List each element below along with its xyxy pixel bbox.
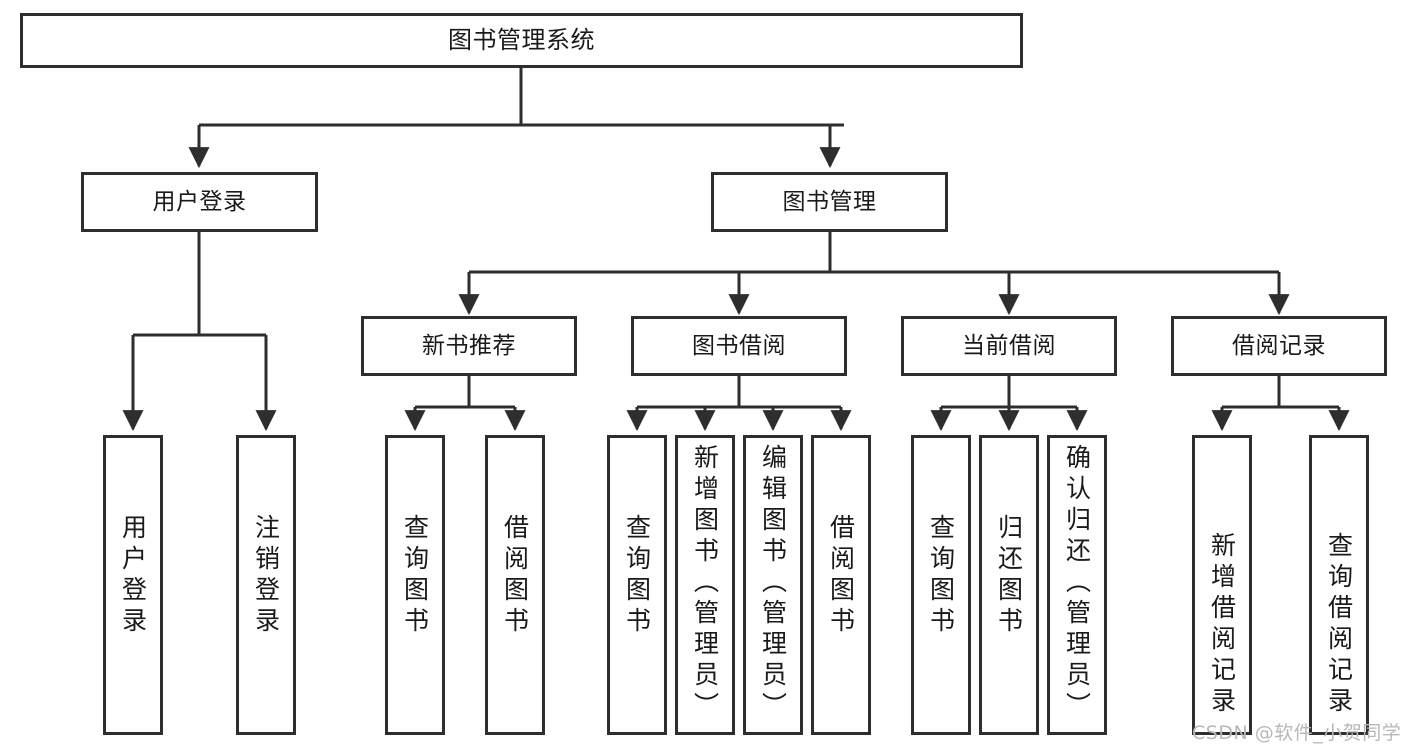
- node-label: 查询图书: [926, 514, 956, 638]
- node-root-system[interactable]: 图书管理系统: [20, 13, 1023, 68]
- node-label: 编辑图书（管理员）: [758, 444, 788, 723]
- node-label: 借阅记录: [1232, 332, 1326, 359]
- node-label: 新增借阅记录: [1207, 532, 1237, 718]
- node-leaf-logout[interactable]: 注销登录: [236, 435, 296, 735]
- node-label: 用户登录: [152, 188, 247, 215]
- node-leaf-borrow-book-1[interactable]: 借阅图书: [485, 435, 545, 735]
- node-label: 借阅图书: [826, 514, 856, 638]
- node-leaf-add-book[interactable]: 新增图书（管理员）: [675, 435, 735, 735]
- node-user-login[interactable]: 用户登录: [81, 172, 318, 232]
- node-leaf-query-book-3[interactable]: 查询图书: [911, 435, 971, 735]
- node-leaf-query-record[interactable]: 查询借阅记录: [1309, 435, 1369, 735]
- node-label: 图书管理系统: [448, 25, 595, 54]
- node-label: 图书借阅: [692, 332, 786, 359]
- node-label: 查询借阅记录: [1324, 532, 1354, 718]
- node-label: 确认归还（管理员）: [1062, 444, 1092, 723]
- node-label: 用户登录: [118, 514, 148, 638]
- node-leaf-query-book-2[interactable]: 查询图书: [607, 435, 667, 735]
- node-label: 归还图书: [994, 514, 1024, 638]
- node-leaf-return-book[interactable]: 归还图书: [979, 435, 1039, 735]
- node-new-book-recommend[interactable]: 新书推荐: [361, 316, 577, 376]
- node-label: 借阅图书: [500, 514, 530, 638]
- node-leaf-confirm-return[interactable]: 确认归还（管理员）: [1047, 435, 1107, 735]
- node-leaf-borrow-book-2[interactable]: 借阅图书: [811, 435, 871, 735]
- node-label: 查询图书: [622, 514, 652, 638]
- node-leaf-edit-book[interactable]: 编辑图书（管理员）: [743, 435, 803, 735]
- node-label: 当前借阅: [962, 332, 1056, 359]
- node-book-borrow[interactable]: 图书借阅: [631, 316, 847, 376]
- node-leaf-add-record[interactable]: 新增借阅记录: [1192, 435, 1252, 735]
- node-label: 新增图书（管理员）: [690, 444, 720, 723]
- node-book-management[interactable]: 图书管理: [711, 172, 948, 232]
- node-label: 新书推荐: [422, 332, 516, 359]
- node-leaf-user-login[interactable]: 用户登录: [103, 435, 163, 735]
- node-label: 注销登录: [251, 514, 281, 638]
- node-current-borrow[interactable]: 当前借阅: [901, 316, 1117, 376]
- node-leaf-query-book-1[interactable]: 查询图书: [385, 435, 445, 735]
- csdn-watermark: CSDN @软件_小贺同学: [1192, 722, 1402, 744]
- node-borrow-record[interactable]: 借阅记录: [1171, 316, 1387, 376]
- node-label: 查询图书: [400, 514, 430, 638]
- node-label: 图书管理: [782, 188, 877, 215]
